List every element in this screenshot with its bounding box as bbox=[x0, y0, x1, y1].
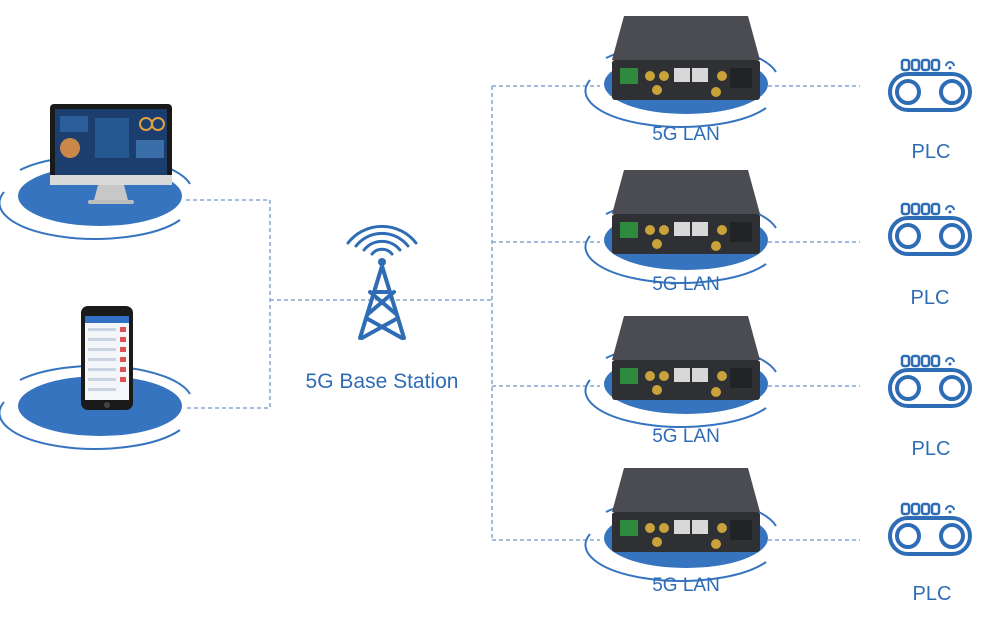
router-label: 5G LAN bbox=[652, 426, 720, 447]
plc-label: PLC bbox=[911, 141, 951, 163]
connection-lines bbox=[186, 85, 860, 541]
router-label: 5G LAN bbox=[652, 274, 720, 295]
router-label: 5G LAN bbox=[652, 575, 720, 596]
phone-device bbox=[0, 306, 191, 450]
router-3 bbox=[584, 316, 777, 428]
router-label: 5G LAN bbox=[652, 124, 720, 145]
plc-label: PLC bbox=[911, 438, 951, 460]
plc-label: PLC bbox=[912, 583, 952, 605]
plc-icon bbox=[888, 502, 972, 556]
router-1 bbox=[584, 16, 777, 128]
router-2 bbox=[584, 170, 777, 284]
router-4 bbox=[584, 468, 777, 582]
plc-icon bbox=[888, 58, 972, 112]
plc-icon bbox=[888, 202, 972, 256]
plc-icon bbox=[888, 354, 972, 408]
base-station-label: 5G Base Station bbox=[305, 370, 459, 393]
monitor-device bbox=[0, 104, 191, 240]
base-station-icon bbox=[346, 224, 418, 340]
plc-label: PLC bbox=[910, 287, 950, 309]
